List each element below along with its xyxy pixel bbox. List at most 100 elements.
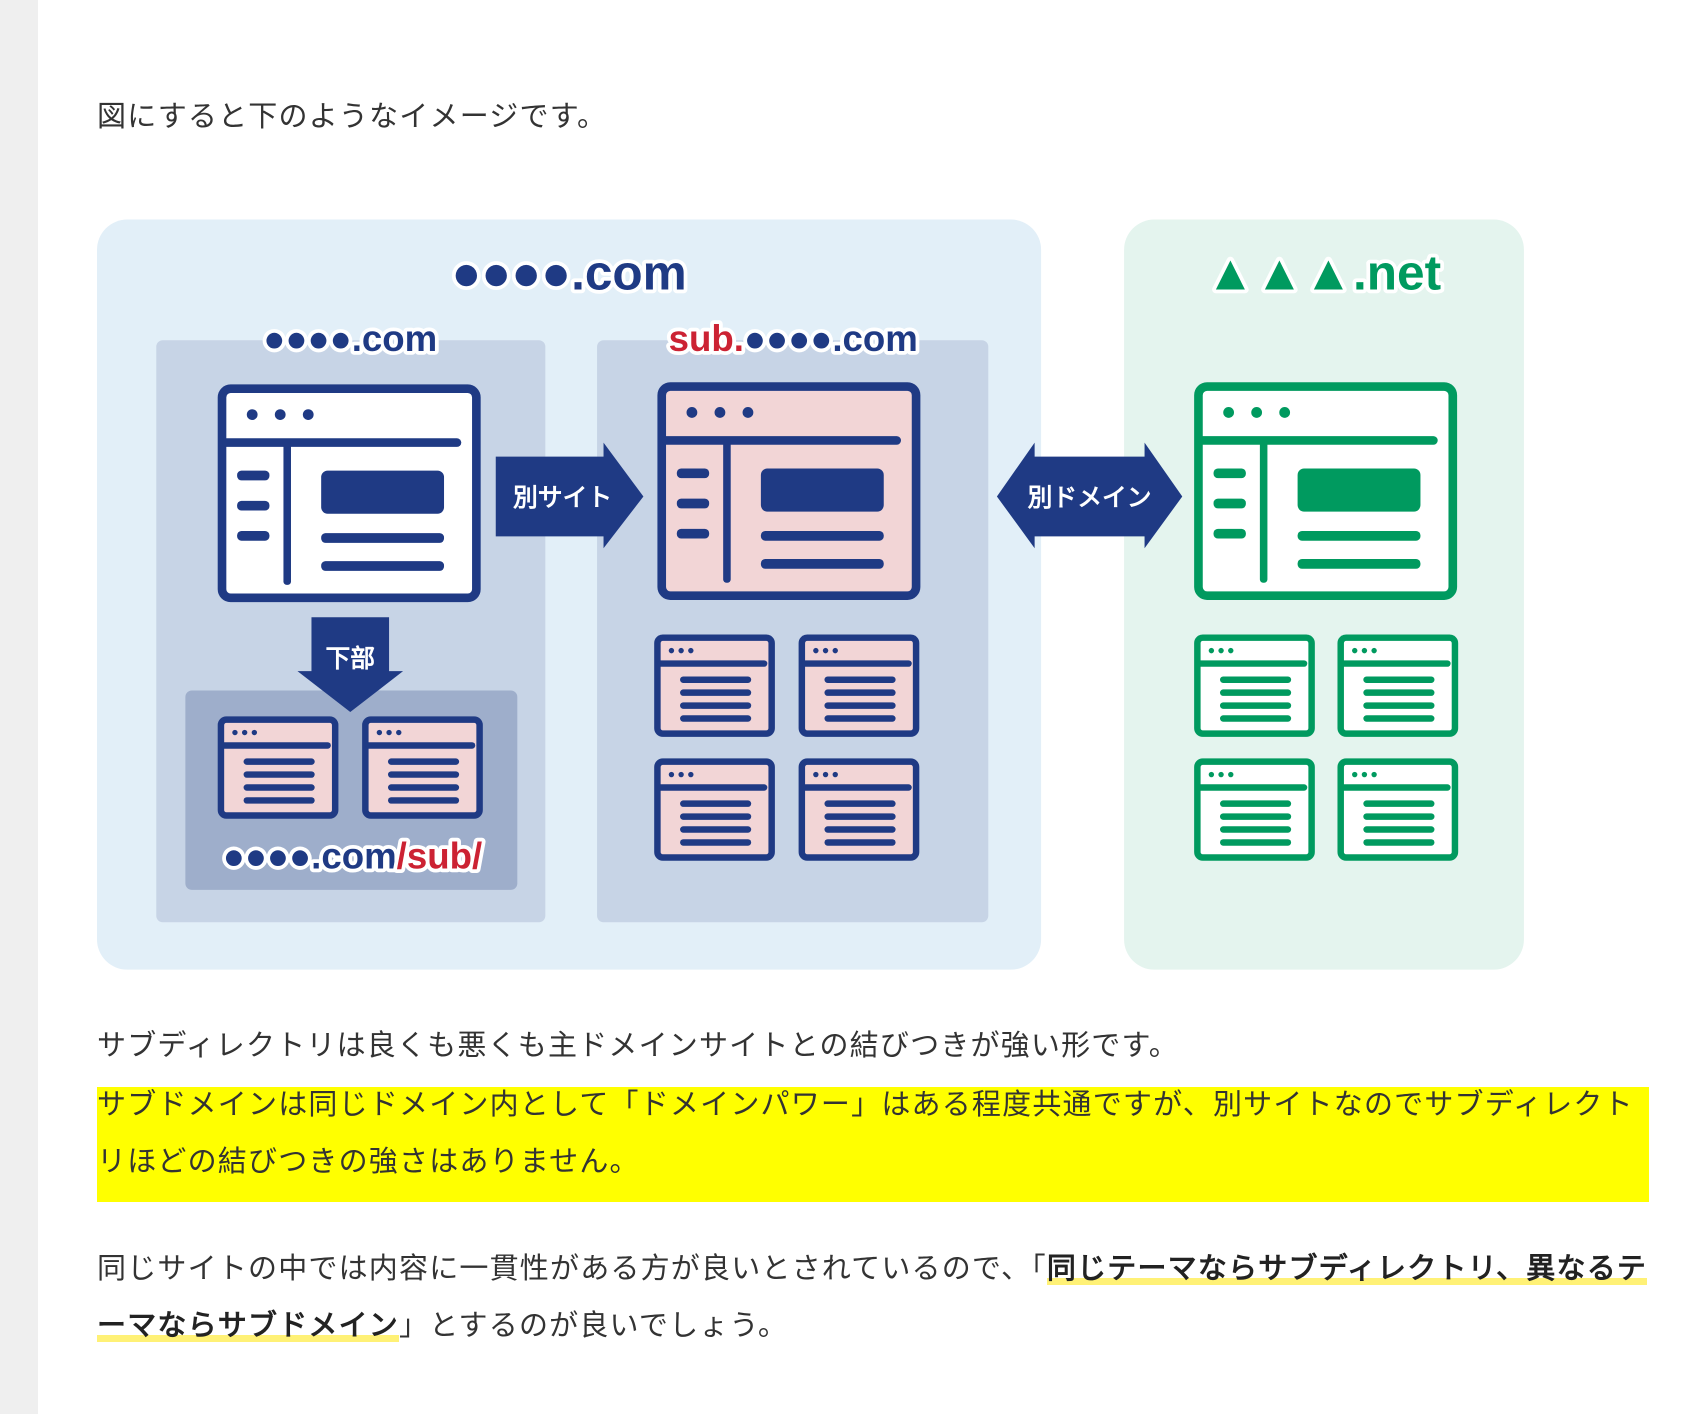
window-dot <box>1208 647 1215 654</box>
window-dot <box>246 409 258 420</box>
window-text-line <box>680 702 752 709</box>
window-dot <box>688 771 694 778</box>
window-text-line <box>387 758 460 765</box>
subdir-page-window <box>362 716 483 819</box>
window-header-line <box>1340 660 1451 667</box>
window-content-block <box>760 468 884 512</box>
window-text-line <box>824 715 896 722</box>
window-text-line <box>1297 530 1421 541</box>
window-dot <box>668 647 675 654</box>
window-dot <box>386 729 392 736</box>
window-dot <box>1371 771 1377 778</box>
window-text-line <box>387 784 460 791</box>
window-menu-bar <box>676 498 710 509</box>
window-menu-bar <box>237 530 270 541</box>
window-text-line <box>1220 826 1292 833</box>
window-text-line <box>1363 689 1435 696</box>
window-text-line <box>824 689 896 696</box>
window-text-line <box>824 800 896 807</box>
window-menu-bar <box>1213 528 1246 539</box>
window-text-line <box>1363 813 1435 820</box>
window-text-line <box>1220 702 1292 709</box>
window-text-line <box>1220 813 1292 820</box>
subdomain-page-window <box>654 758 775 861</box>
paragraph-conclusion: 同じサイトの中では内容に一貫性がある方が良いとされているので、「同じテーマならサ… <box>97 1240 1652 1354</box>
window-text-line <box>824 813 896 820</box>
window-dot <box>688 647 694 654</box>
subdomain-page-window <box>654 634 775 737</box>
window-text-line <box>1220 839 1292 846</box>
window-dot <box>1361 647 1368 654</box>
window-dot <box>822 647 829 654</box>
window-text-line <box>1220 800 1292 807</box>
subdomain-page-window <box>798 634 920 737</box>
window-text-line <box>680 800 752 807</box>
window-text-line <box>824 839 896 846</box>
window-dot <box>1279 407 1291 418</box>
window-text-line <box>680 839 752 846</box>
window-header-line <box>801 660 912 667</box>
window-header-line <box>657 660 768 667</box>
window-dot <box>1218 647 1224 654</box>
window-header-line <box>220 742 331 749</box>
window-dot <box>1208 771 1215 778</box>
window-dot <box>742 407 754 418</box>
window-dot <box>1223 407 1235 418</box>
paragraph-subdomain-highlight: サブドメインは同じドメイン内として「ドメインパワー」はある程度共通ですが、別サイ… <box>97 1087 1634 1178</box>
window-menu-bar <box>1213 498 1246 509</box>
arrow-lower <box>297 617 404 713</box>
window-sidebar-line <box>723 440 731 583</box>
other-domain-page-window <box>1194 634 1315 737</box>
left-sidebar-strip <box>0 0 38 1414</box>
window-text-line <box>1220 689 1292 696</box>
main-domain-label: ●●●●.com <box>451 245 686 301</box>
window-text-line <box>243 784 315 791</box>
conclusion-after: 」とするのが良いでしょう。 <box>399 1308 789 1342</box>
window-dot <box>396 729 402 736</box>
arrow-separate-domain-label: 別ドメイン <box>1028 483 1152 512</box>
window-text-line <box>760 530 884 541</box>
other-domain-label: ▲▲▲.net <box>1206 245 1441 301</box>
window-text-line <box>1363 702 1435 709</box>
subdir-page-window <box>217 716 339 819</box>
window-header-line <box>222 438 462 447</box>
window-text-line <box>1363 715 1435 722</box>
window-text-line <box>1363 826 1435 833</box>
subdomain-main-window <box>657 382 921 600</box>
window-text-line <box>824 702 896 709</box>
window-dot <box>1228 647 1234 654</box>
window-menu-bar <box>1213 468 1246 479</box>
window-text-line <box>387 771 460 778</box>
window-menu-bar <box>237 470 270 481</box>
window-dot <box>668 771 675 778</box>
window-dot <box>678 647 684 654</box>
window-dot <box>813 771 819 778</box>
window-dot <box>376 729 383 736</box>
subdir-path-sub: /sub/ <box>397 835 482 876</box>
window-text-line <box>680 689 752 696</box>
subdomain-prefix: sub. <box>669 318 744 359</box>
other-domain-page-window <box>1337 758 1459 861</box>
window-dot <box>686 407 698 418</box>
intro-text: 図にすると下のようなイメージです。 <box>97 99 608 133</box>
window-dot <box>241 729 248 736</box>
window-dot <box>822 771 829 778</box>
window-text-line <box>680 676 752 683</box>
window-header-line <box>365 742 476 749</box>
window-menu-bar <box>676 468 710 479</box>
window-text-line <box>680 813 752 820</box>
window-text-line <box>243 797 315 804</box>
highlight-background <box>97 1087 1649 1202</box>
window-dot <box>274 409 286 420</box>
subdirectory-main-window <box>217 384 481 603</box>
arrow-separate-site-label: 別サイト <box>513 483 612 512</box>
window-dot <box>714 407 726 418</box>
paragraph-subdirectory: サブディレクトリは良くも悪くも主ドメインサイトとの結びつきが強い形です。 <box>97 1028 1179 1062</box>
window-text-line <box>1363 676 1435 683</box>
window-dot <box>832 647 838 654</box>
window-dot <box>1361 771 1368 778</box>
window-text-line <box>243 771 315 778</box>
window-text-line <box>824 826 896 833</box>
other-domain-page-window <box>1194 758 1315 861</box>
window-text-line <box>387 797 460 804</box>
